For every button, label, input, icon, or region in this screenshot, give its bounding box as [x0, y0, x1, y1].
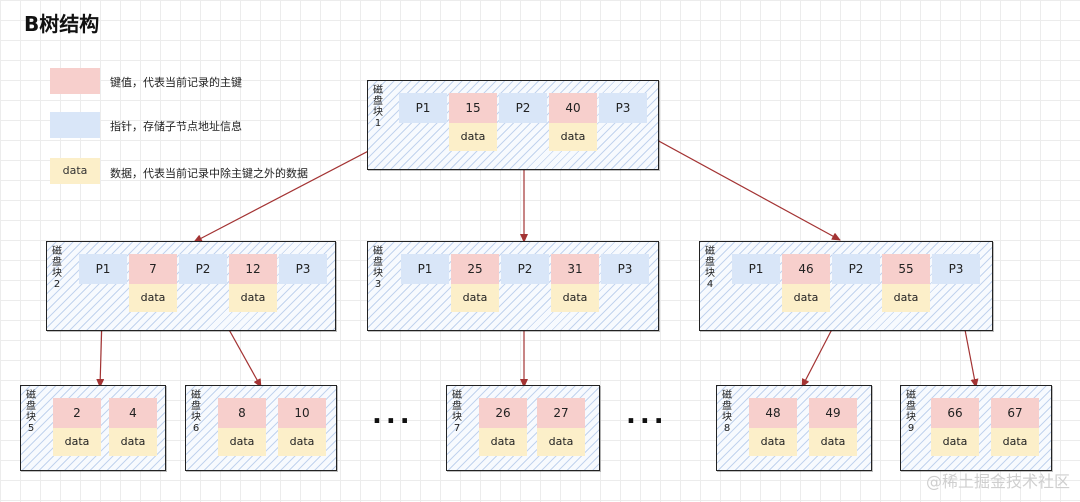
disk-block-3: 磁盘块3 P1 25 P2 31 P3 data data: [367, 241, 659, 331]
disk-block-4: 磁盘块4 P1 46 P2 55 P3 data data: [699, 241, 993, 331]
data-cell: data: [229, 284, 277, 312]
pointer-p2: P2: [499, 93, 547, 123]
block-number: 2: [53, 279, 61, 290]
key-cell: 55: [882, 254, 930, 284]
key-cell: 48: [749, 398, 797, 428]
data-cell: data: [449, 123, 497, 151]
pointer-p3: P3: [601, 254, 649, 284]
pointer-p2: P2: [179, 254, 227, 284]
key-cell: 66: [931, 398, 979, 428]
block-label-text: 磁盘块: [452, 390, 462, 423]
block-number: 3: [374, 279, 382, 290]
data-cell: data: [882, 284, 930, 312]
key-cell: 8: [218, 398, 266, 428]
key-cell: 49: [809, 398, 857, 428]
legend-pointer-swatch: [50, 112, 100, 138]
page-title: B树结构: [24, 12, 100, 36]
disk-block-6: 磁盘块6 8 10 data data: [185, 385, 337, 471]
data-cell: data: [549, 123, 597, 151]
data-cell: data: [749, 428, 797, 456]
key-cell: 10: [278, 398, 326, 428]
block-label-text: 磁盘块: [191, 390, 201, 423]
block-label-text: 磁盘块: [373, 246, 383, 279]
key-cell: 40: [549, 93, 597, 123]
disk-block-2: 磁盘块2 P1 7 P2 12 P3 data data: [46, 241, 336, 331]
disk-block-5: 磁盘块5 2 4 data data: [20, 385, 166, 471]
key-cell: 46: [782, 254, 830, 284]
pointer-p2: P2: [501, 254, 549, 284]
block-label-text: 磁盘块: [52, 246, 62, 279]
pointer-p1: P1: [399, 93, 447, 123]
data-cell: data: [551, 284, 599, 312]
pointer-p2: P2: [832, 254, 880, 284]
key-cell: 25: [451, 254, 499, 284]
pointer-p3: P3: [599, 93, 647, 123]
watermark: @稀土掘金技术社区: [925, 472, 1070, 491]
block-label-text: 磁盘块: [722, 390, 732, 423]
legend-key-text: 键值，代表当前记录的主键: [110, 76, 242, 89]
data-cell: data: [479, 428, 527, 456]
legend-data-swatch: data: [50, 158, 100, 184]
data-cell: data: [129, 284, 177, 312]
ellipsis-left: ...: [372, 400, 414, 430]
key-cell: 31: [551, 254, 599, 284]
key-cell: 67: [991, 398, 1039, 428]
legend-data-text: 数据，代表当前记录中除主键之外的数据: [110, 167, 308, 180]
pointer-p1: P1: [401, 254, 449, 284]
key-cell: 15: [449, 93, 497, 123]
pointer-p1: P1: [732, 254, 780, 284]
block-number: 1: [374, 118, 382, 129]
pointer-p1: P1: [79, 254, 127, 284]
block-label-text: 磁盘块: [906, 390, 916, 423]
data-cell: data: [991, 428, 1039, 456]
ellipsis-right: ...: [626, 400, 668, 430]
pointer-p3: P3: [932, 254, 980, 284]
key-cell: 7: [129, 254, 177, 284]
key-cell: 26: [479, 398, 527, 428]
block-number: 4: [706, 279, 714, 290]
key-cell: 12: [229, 254, 277, 284]
block-label-text: 磁盘块: [373, 85, 383, 118]
block-label-text: 磁盘块: [705, 246, 715, 279]
pointer-p3: P3: [279, 254, 327, 284]
data-cell: data: [53, 428, 101, 456]
disk-block-7: 磁盘块7 26 27 data data: [446, 385, 600, 471]
data-cell: data: [809, 428, 857, 456]
legend-pointer-text: 指针，存储子节点地址信息: [110, 120, 242, 133]
data-cell: data: [537, 428, 585, 456]
key-cell: 2: [53, 398, 101, 428]
disk-block-8: 磁盘块8 48 49 data data: [716, 385, 872, 471]
legend-key-swatch: [50, 68, 100, 94]
block-number: 7: [453, 423, 461, 434]
data-cell: data: [278, 428, 326, 456]
key-cell: 4: [109, 398, 157, 428]
data-cell: data: [782, 284, 830, 312]
block-number: 6: [192, 423, 200, 434]
data-cell: data: [109, 428, 157, 456]
block-label-text: 磁盘块: [26, 390, 36, 423]
disk-block-1: 磁盘块1 P1 15 P2 40 P3 data data: [367, 80, 659, 170]
data-cell: data: [451, 284, 499, 312]
block-number: 5: [27, 423, 35, 434]
data-cell: data: [931, 428, 979, 456]
disk-block-9: 磁盘块9 66 67 data data: [900, 385, 1052, 471]
data-cell: data: [218, 428, 266, 456]
block-number: 9: [907, 423, 915, 434]
block-number: 8: [723, 423, 731, 434]
key-cell: 27: [537, 398, 585, 428]
